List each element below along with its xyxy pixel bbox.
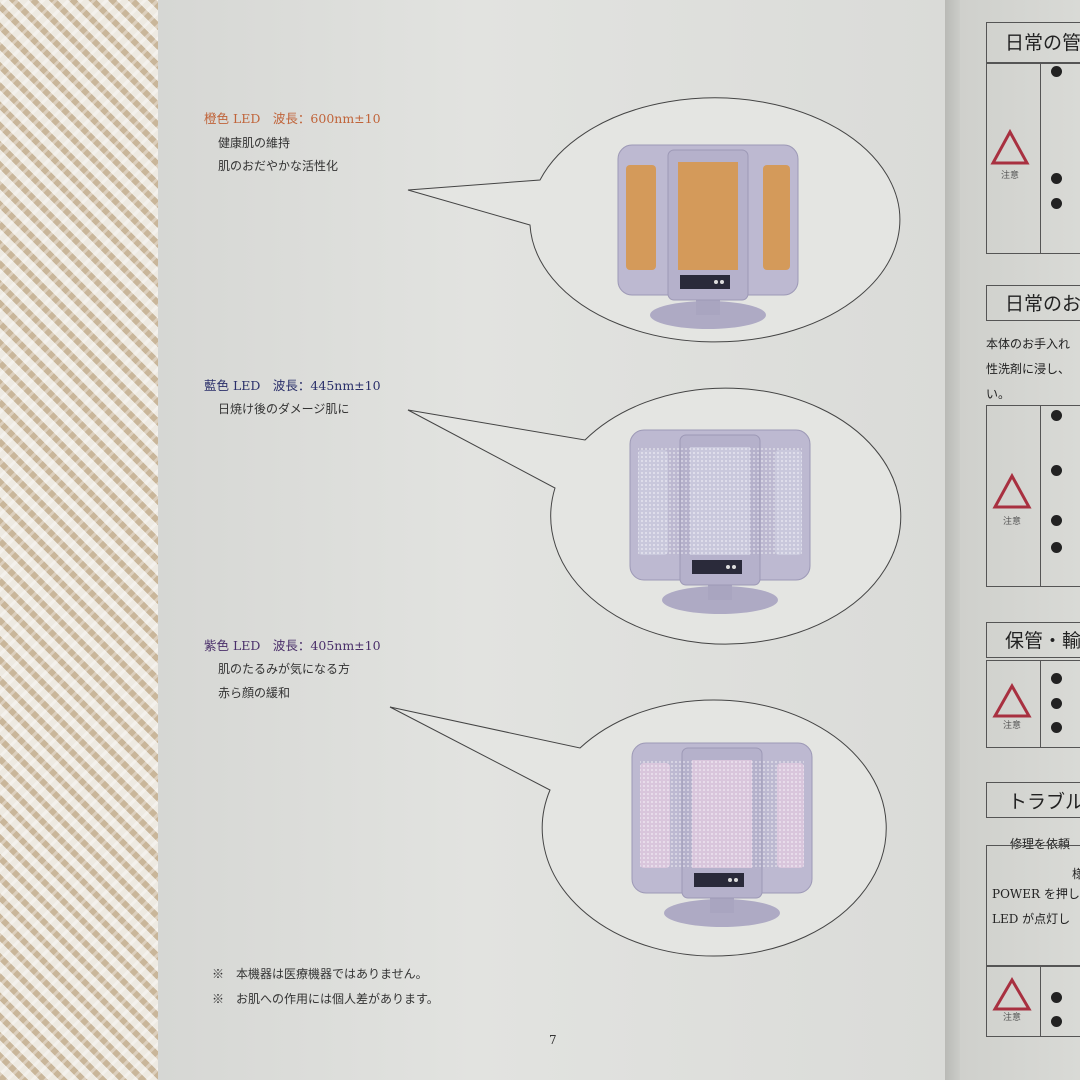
heading: 保管・輸 [1005,630,1080,652]
body-line: い。 [986,387,1011,401]
heading: 日常のお [1005,293,1080,315]
section-line: 赤ら顔の緩和 [218,686,291,700]
device-orange [617,144,799,330]
section-line: 日焼け後のダメージ肌に [218,402,350,416]
section-heading-blue: 藍色 LED 波長：445nm±10 [204,378,381,393]
device-purple [631,742,813,928]
section-line: 肌のおだやかな活性化 [218,159,339,173]
body-line: 性洗剤に浸し、 [986,362,1071,376]
caution-label: 注意 [1002,721,1021,731]
section-heading-orange: 橙色 LED 波長：600nm±10 [204,111,381,126]
body-line: 修理を依頼 [1010,837,1071,851]
heading: 日常の管 [1005,32,1080,54]
page-number: 7 [549,1033,557,1047]
section-heading-purple: 紫色 LED 波長：405nm±10 [204,638,381,653]
page-gutter [945,0,963,1080]
device-blue [629,429,811,615]
note: ※ 本機器は医療機器ではありません。 [212,967,428,981]
note: ※ お肌への作用には個人差があります。 [212,992,439,1006]
section-line: 健康肌の維持 [218,136,291,150]
body-line: 本体のお手入れ [986,337,1071,351]
caution-label: 注意 [1002,517,1021,527]
table-cell: 様 [1072,867,1080,881]
heading: トラブル [1008,791,1080,813]
caution-label: 注意 [1000,171,1019,181]
fabric-background [0,0,162,1080]
table-cell: POWER を押し [992,887,1080,901]
caution-icons [990,128,1032,1011]
section-line: 肌のたるみが気になる方 [218,662,351,676]
table-cell: LED が点灯し [992,912,1071,926]
caution-label: 注意 [1002,1013,1021,1023]
